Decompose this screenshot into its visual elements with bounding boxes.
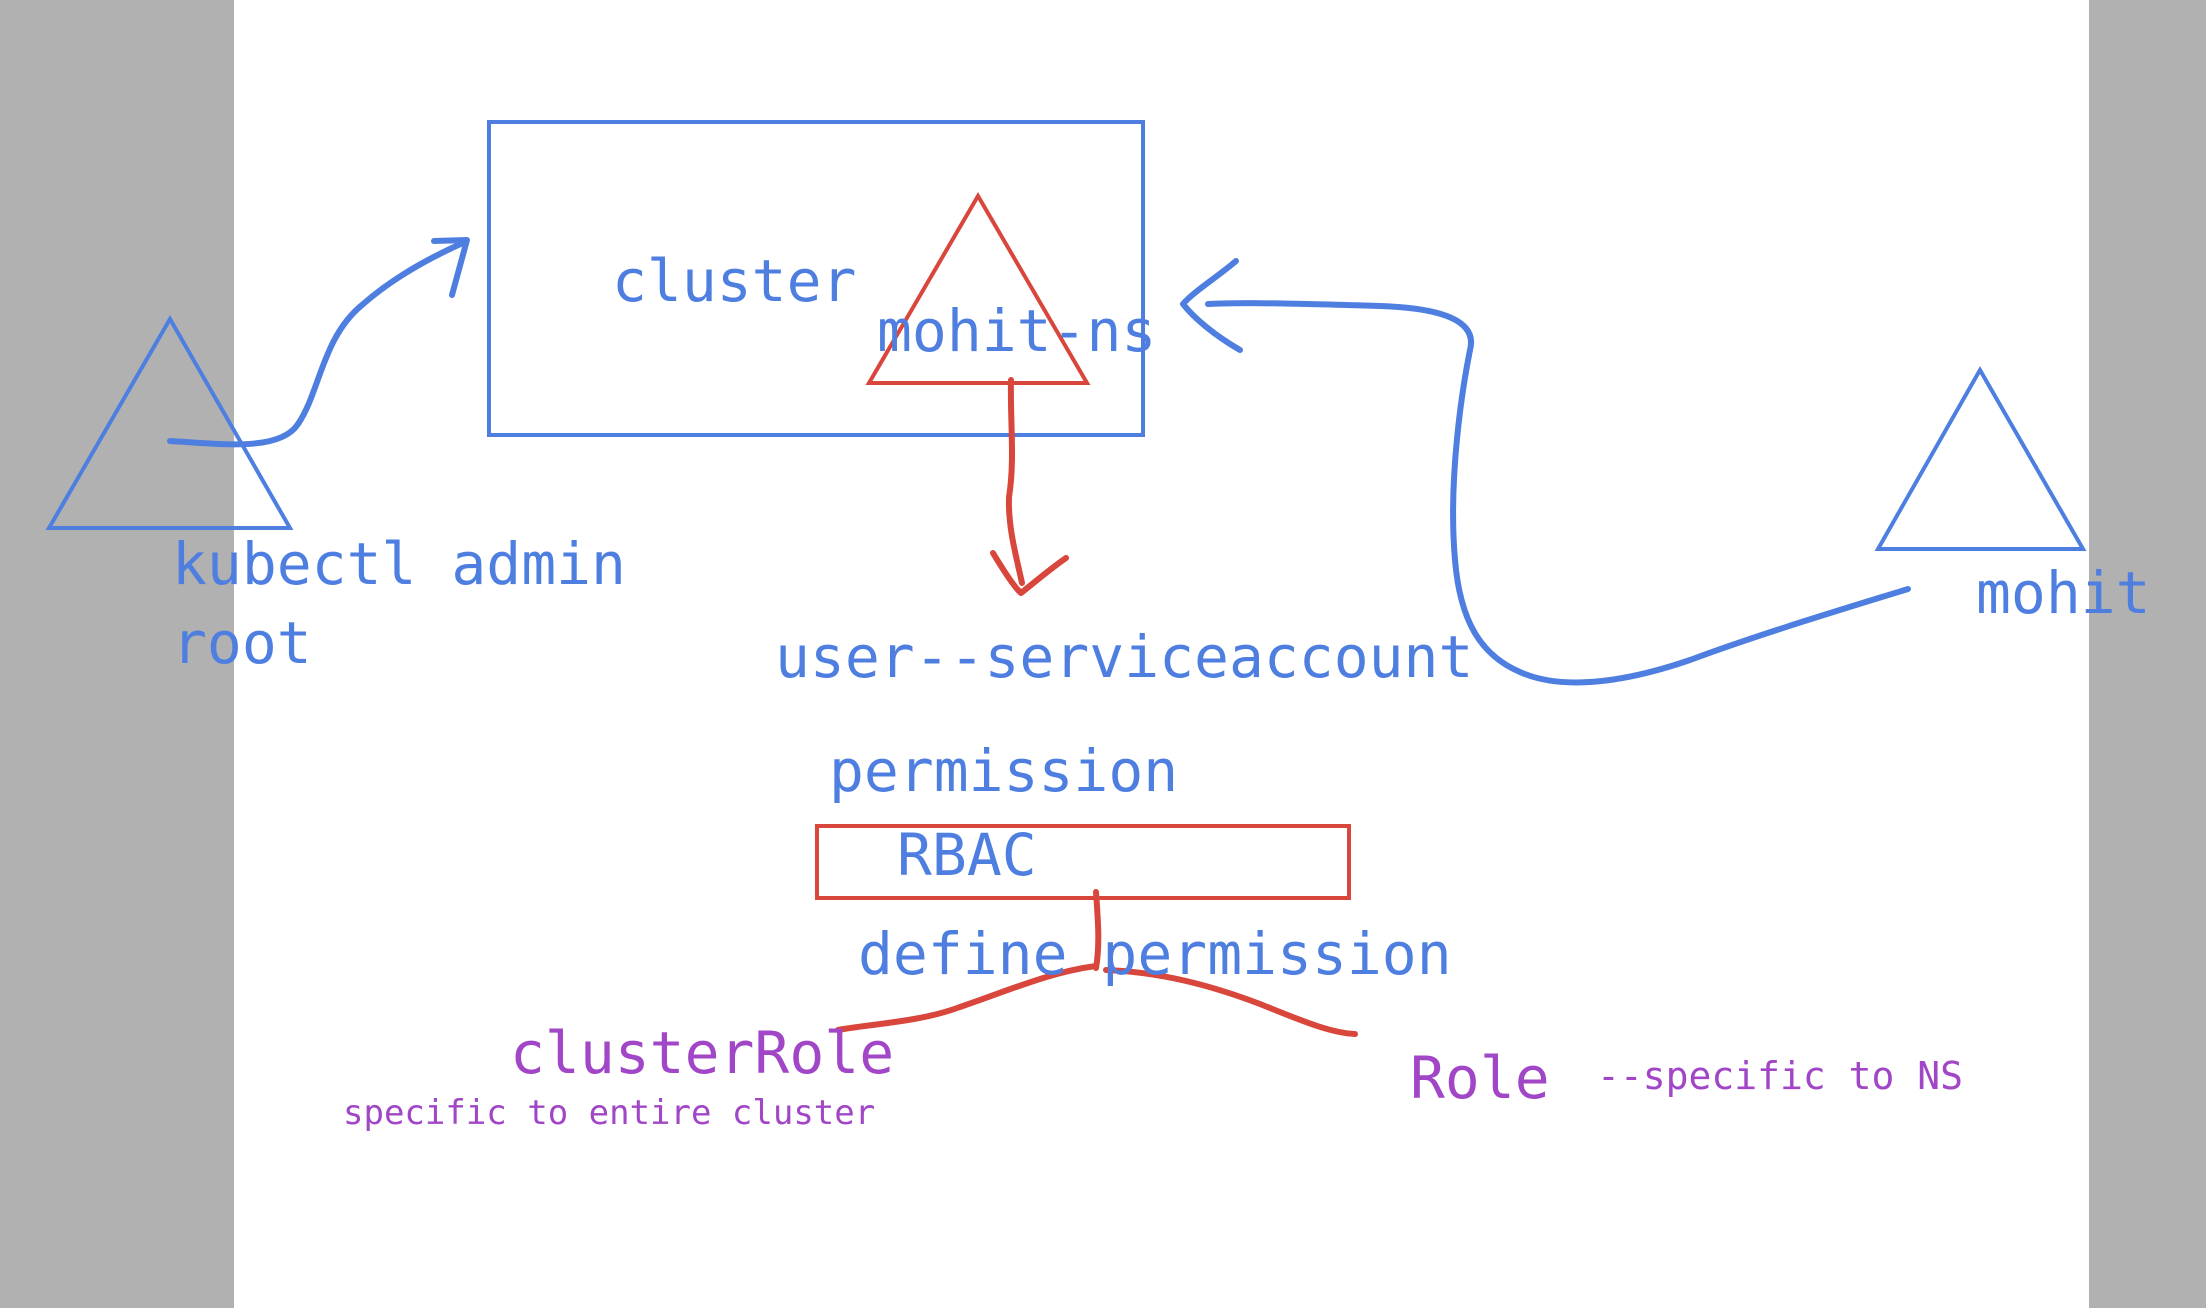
whiteboard-canvas (234, 0, 2089, 1308)
admin-arrow-head (431, 237, 470, 298)
admin-triangle (45, 314, 294, 530)
user-triangle (1874, 365, 2087, 551)
namespace-label: mohit-ns (877, 297, 1156, 365)
serviceaccount-arrow-head (990, 550, 1069, 596)
permission-label: permission (829, 737, 1178, 805)
serviceaccount-label: user--serviceaccount (775, 623, 1473, 691)
rbac-label: RBAC (897, 821, 1037, 889)
cluster-role-note: specific to entire cluster (343, 1093, 875, 1133)
cluster-role-label: clusterRole (510, 1019, 894, 1087)
right-gray-margin (2089, 0, 2206, 1308)
cluster-box (487, 120, 1145, 437)
admin-label-line1: kubectl admin (172, 530, 626, 598)
rbac-branch-right (1103, 967, 1358, 1037)
rbac-branch-left (835, 963, 1099, 1033)
namespace-to-serviceaccount-arrow (1005, 377, 1025, 586)
role-note: --specific to NS (1597, 1054, 1963, 1098)
role-label: Role (1410, 1044, 1550, 1112)
admin-label-line2: root (172, 609, 312, 677)
user-label: mohit (1976, 559, 2151, 627)
namespace-triangle (865, 192, 1091, 385)
define-permission-label: define permission (858, 920, 1452, 988)
user-to-namespace-arrow (1205, 300, 1911, 686)
rbac-box (815, 824, 1351, 900)
admin-to-cluster-arrow (167, 239, 468, 448)
left-gray-margin (0, 0, 234, 1308)
cluster-label: cluster (612, 247, 856, 315)
user-arrow-head (1180, 258, 1243, 353)
rbac-branch-stem (1093, 889, 1102, 971)
